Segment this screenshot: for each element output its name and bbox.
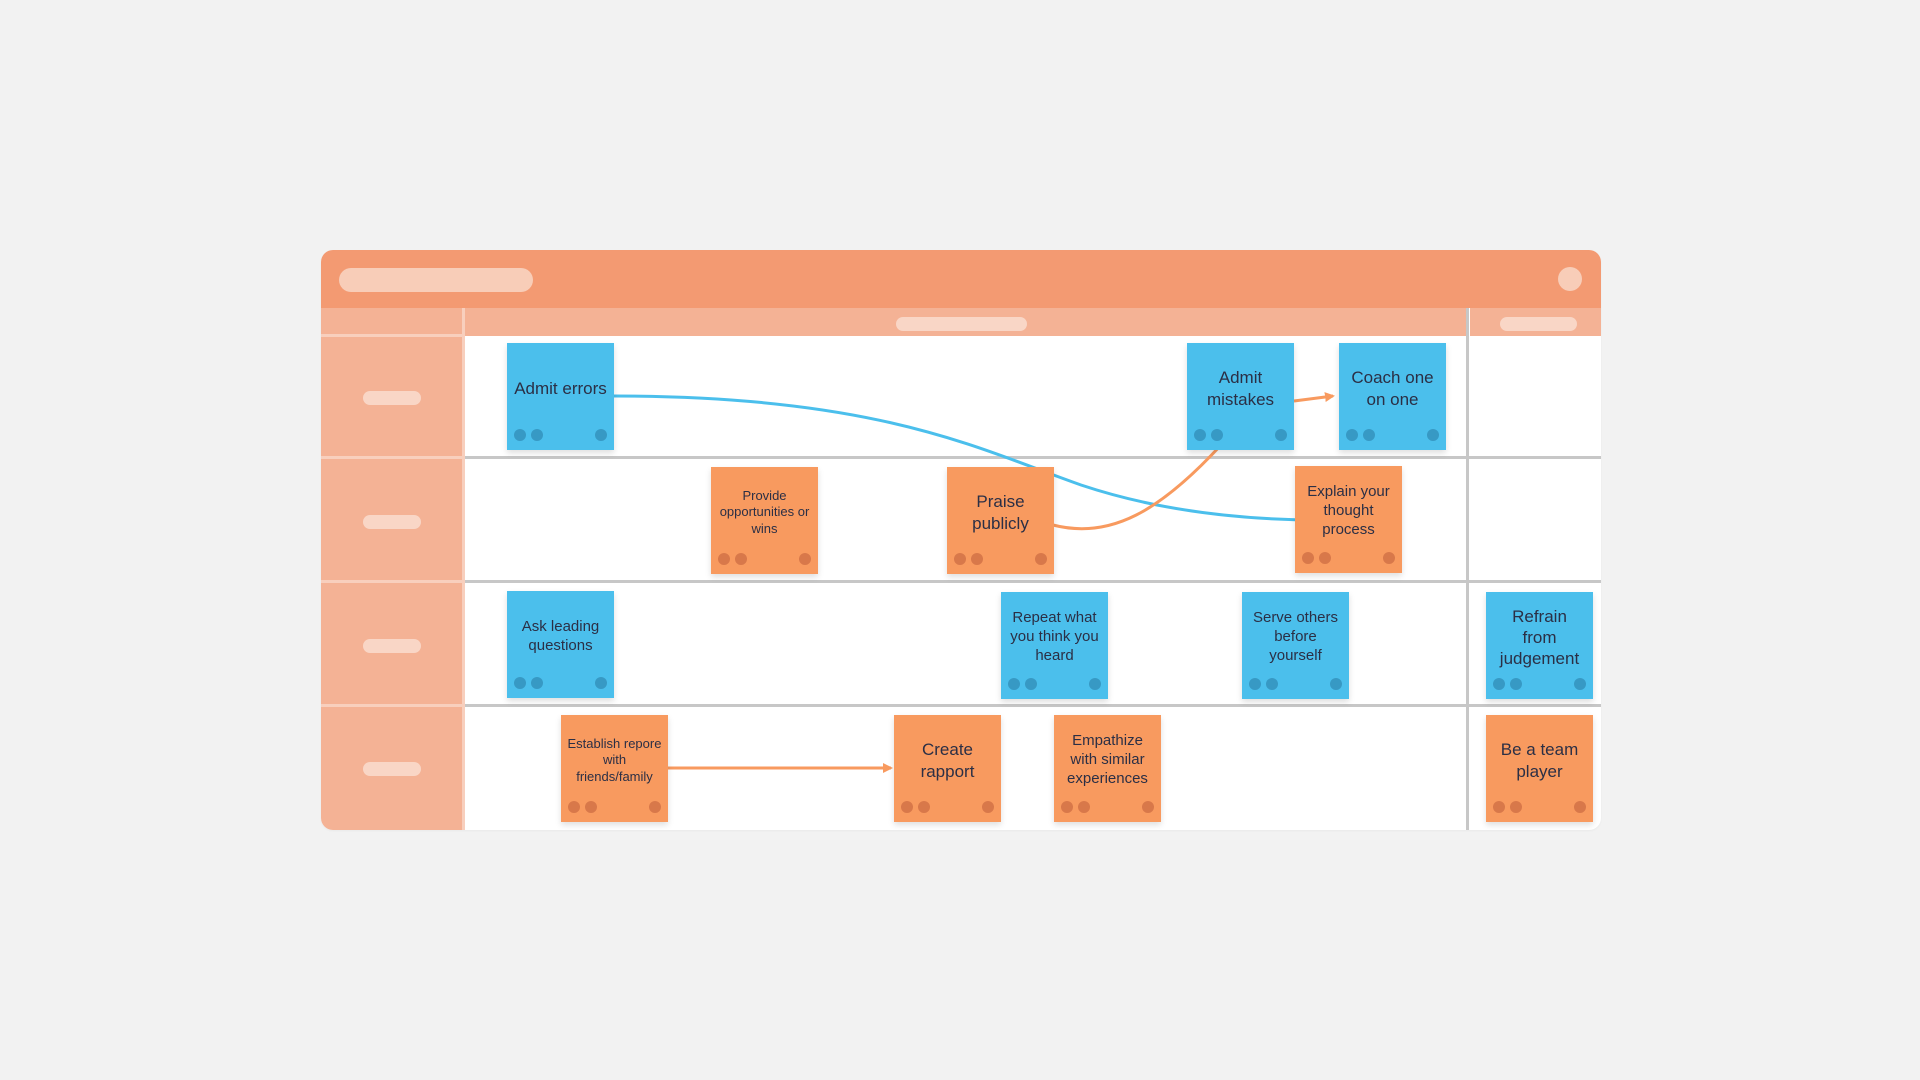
sticky-note-text: Provide opportunities or wins — [719, 488, 810, 536]
lane-label-4-placeholder — [363, 762, 421, 776]
sticky-dot — [1574, 678, 1586, 690]
sticky-dot — [1302, 552, 1314, 564]
sticky-dot — [1346, 429, 1358, 441]
sticky-dot — [649, 801, 661, 813]
header-divider — [462, 308, 465, 830]
sticky-dot — [982, 801, 994, 813]
sticky-dot — [1510, 678, 1522, 690]
column-header-right-placeholder — [1500, 317, 1577, 331]
board-title-placeholder — [339, 268, 533, 292]
column-header-right — [1470, 308, 1601, 336]
sticky-dot — [1061, 801, 1073, 813]
column-header-main — [465, 308, 1467, 336]
sticky-note-text: Create rapport — [920, 740, 975, 781]
corner-header — [321, 308, 462, 336]
sticky-dot — [1363, 429, 1375, 441]
sticky-dot — [514, 677, 526, 689]
sticky-note-coach-one-on-one[interactable]: Coach one on one — [1339, 343, 1446, 450]
lane-label-1 — [321, 336, 462, 460]
sticky-dot — [1089, 678, 1101, 690]
sticky-dot — [595, 429, 607, 441]
sticky-dot — [971, 553, 983, 565]
lane-label-4 — [321, 708, 462, 830]
lane-label-divider — [321, 704, 462, 707]
sticky-dot — [1078, 801, 1090, 813]
sticky-dot — [1008, 678, 1020, 690]
sticky-note-admit-errors[interactable]: Admit errors — [507, 343, 614, 450]
sticky-note-text: Repeat what you think you heard — [1010, 609, 1099, 664]
sticky-note-create-rapport[interactable]: Create rapport — [894, 715, 1001, 822]
sticky-dot — [1383, 552, 1395, 564]
sticky-dot — [1319, 552, 1331, 564]
lane-label-2-placeholder — [363, 515, 421, 529]
sticky-dot — [799, 553, 811, 565]
lane-label-divider — [321, 456, 462, 459]
sticky-note-text: Establish repore with friends/family — [567, 736, 662, 784]
sticky-dot — [718, 553, 730, 565]
sticky-note-text: Admit mistakes — [1206, 368, 1275, 409]
sticky-dot — [1510, 801, 1522, 813]
sticky-dot — [1249, 678, 1261, 690]
sticky-note-repeat-what-you-heard[interactable]: Repeat what you think you heard — [1001, 592, 1108, 699]
sticky-dot — [1025, 678, 1037, 690]
sticky-dot — [1211, 429, 1223, 441]
connector-admit-mistakes-to-coach-one-on-one[interactable] — [1293, 392, 1335, 403]
sticky-note-empathize[interactable]: Empathize with similar experiences — [1054, 715, 1161, 822]
sticky-dot — [514, 429, 526, 441]
sticky-dot — [1493, 678, 1505, 690]
column-divider — [1466, 308, 1469, 830]
sticky-dot — [901, 801, 913, 813]
sticky-note-ask-leading-questions[interactable]: Ask leading questions — [507, 591, 614, 698]
board-menu-button[interactable] — [1558, 267, 1582, 291]
lane-label-3 — [321, 584, 462, 708]
sticky-note-text: Praise publicly — [972, 492, 1029, 533]
lane-label-2 — [321, 460, 462, 584]
board-header — [321, 250, 1601, 308]
sticky-note-text: Explain your thought process — [1307, 483, 1390, 538]
lane-label-1-placeholder — [363, 391, 421, 405]
lane-divider — [465, 704, 1601, 707]
sticky-dot — [1427, 429, 1439, 441]
lane-label-3-placeholder — [363, 639, 421, 653]
sticky-dot — [1330, 678, 1342, 690]
sticky-note-provide-opportunities[interactable]: Provide opportunities or wins — [711, 467, 818, 574]
sticky-note-serve-others[interactable]: Serve others before yourself — [1242, 592, 1349, 699]
sticky-dot — [1275, 429, 1287, 441]
sticky-dot — [1035, 553, 1047, 565]
sticky-dot — [568, 801, 580, 813]
sticky-note-text: Ask leading questions — [521, 617, 600, 654]
sticky-note-text: Serve others before yourself — [1252, 609, 1339, 664]
lane-label-divider — [321, 580, 462, 583]
sticky-dot — [585, 801, 597, 813]
sticky-note-text: Be a team player — [1500, 740, 1579, 781]
sticky-note-be-a-team-player[interactable]: Be a team player — [1486, 715, 1593, 822]
sticky-dot — [595, 677, 607, 689]
sticky-note-praise-publicly[interactable]: Praise publicly — [947, 467, 1054, 574]
sticky-note-refrain-from-judgement[interactable]: Refrain from judgement — [1486, 592, 1593, 699]
sticky-note-text: Refrain from judgement — [1499, 606, 1580, 669]
column-header-main-placeholder — [896, 317, 1027, 331]
sticky-dot — [1194, 429, 1206, 441]
sticky-dot — [531, 677, 543, 689]
sticky-note-admit-mistakes[interactable]: Admit mistakes — [1187, 343, 1294, 450]
sticky-dot — [954, 553, 966, 565]
sticky-dot — [1142, 801, 1154, 813]
sticky-note-text: Admit errors — [514, 378, 607, 398]
sticky-dot — [1493, 801, 1505, 813]
sticky-note-text: Empathize with similar experiences — [1067, 732, 1148, 787]
lane-label-divider — [321, 334, 462, 337]
sticky-note-establish-repore[interactable]: Establish repore with friends/family — [561, 715, 668, 822]
swimlane-board: Admit errors Admit mistakes Coach one on… — [321, 250, 1601, 830]
sticky-dot — [1266, 678, 1278, 690]
lane-divider — [465, 456, 1601, 459]
sticky-dot — [1574, 801, 1586, 813]
sticky-dot — [918, 801, 930, 813]
sticky-note-explain-thought-process[interactable]: Explain your thought process — [1295, 466, 1402, 573]
sticky-dot — [531, 429, 543, 441]
lane-divider — [465, 580, 1601, 583]
sticky-note-text: Coach one on one — [1351, 368, 1434, 409]
sticky-dot — [735, 553, 747, 565]
